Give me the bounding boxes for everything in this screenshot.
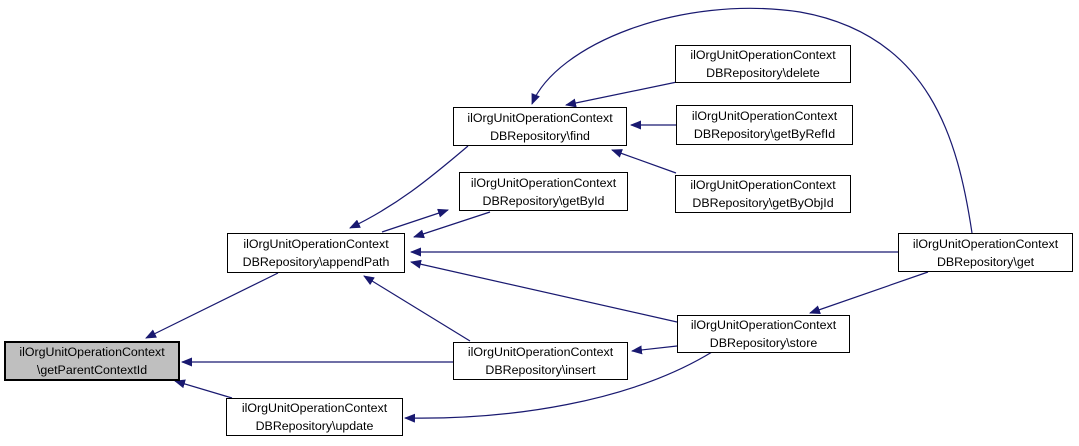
node-label-line2: DBRepository\getByObjId: [692, 196, 834, 210]
node-label-line2: DBRepository\store: [709, 336, 818, 350]
edge-get-to-store: [809, 271, 929, 314]
node-label-line1: ilOrgUnitOperationContext: [243, 237, 389, 251]
node-label-line1: ilOrgUnitOperationContext: [690, 318, 837, 332]
node-label-line2: \getParentContextId: [36, 363, 148, 377]
node-label-line1: ilOrgUnitOperationContext: [690, 48, 836, 62]
edge-store-to-update: [404, 351, 713, 423]
node-label-line2: DBRepository\insert: [485, 363, 596, 377]
node-label-line1: ilOrgUnitOperationContext: [470, 175, 617, 190]
edge-update-to-getParentContextId: [174, 379, 233, 399]
edge-insert-to-appendPath: [363, 275, 471, 342]
edge-appendPath-to-getParentContextId: [145, 272, 279, 339]
edge-getById-to-appendPath: [413, 211, 491, 239]
edge-find-to-appendPath: [349, 145, 469, 229]
node-label-line1: ilOrgUnitOperationContext: [467, 110, 613, 125]
node-label-line1: ilOrgUnitOperationContext: [912, 236, 1059, 251]
node-label-line2: DBRepository\delete: [706, 66, 820, 80]
node-label-line2: DBRepository\find: [490, 128, 590, 143]
node-label-line2: DBRepository\getByRefId: [693, 127, 836, 141]
node-label-line1: ilOrgUnitOperationContext: [19, 345, 165, 359]
edge-delete-to-find: [565, 81, 678, 108]
edge-store-to-appendPath: [410, 259, 678, 323]
node-label-line1: ilOrgUnitOperationContext: [241, 401, 388, 415]
node-label-line2: DBRepository\update: [255, 419, 374, 433]
edge-store-to-insert: [631, 345, 678, 355]
edge-group: [145, 7, 973, 423]
edge-get-to-find: [531, 7, 973, 234]
node-label-line2: DBRepository\get: [936, 254, 1035, 269]
edge-getByObjId-to-find: [611, 149, 677, 174]
node-label-line2: DBRepository\getById: [482, 193, 605, 208]
node-getParentContextId: ilOrgUnitOperationContext \getParentConte…: [4, 341, 180, 381]
node-label-line1: ilOrgUnitOperationContext: [690, 178, 836, 192]
edge-appendPath-to-getById: [381, 208, 449, 233]
node-label-line1: ilOrgUnitOperationContext: [467, 345, 614, 359]
node-label-line2: DBRepository\appendPath: [242, 255, 390, 269]
node-label-line1: ilOrgUnitOperationContext: [691, 109, 838, 123]
